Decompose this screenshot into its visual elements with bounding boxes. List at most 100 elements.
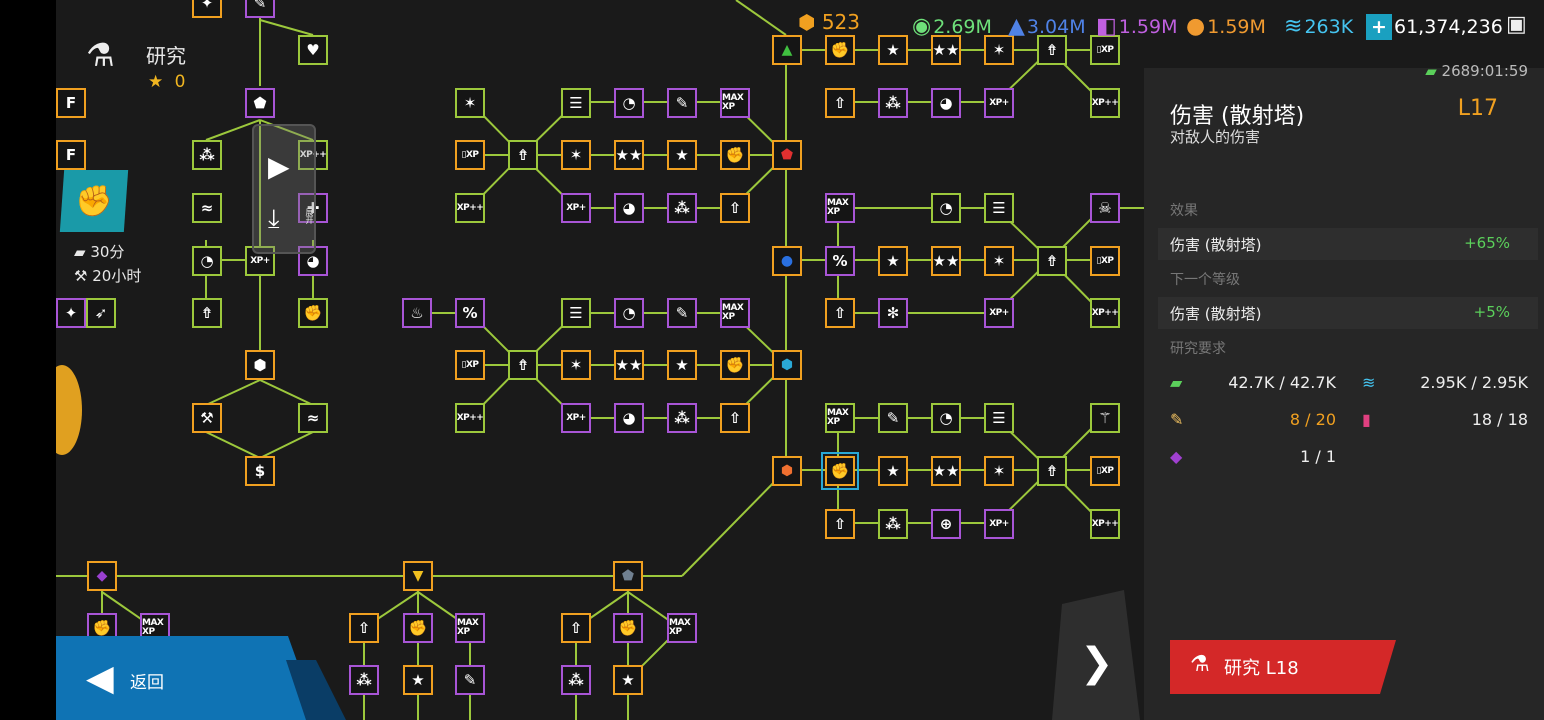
research-node[interactable]: F	[56, 88, 86, 118]
research-node[interactable]: ✶	[984, 246, 1014, 276]
back-button[interactable]	[56, 636, 318, 720]
research-node[interactable]: ✦	[56, 298, 86, 328]
research-node[interactable]: ⇧	[825, 88, 855, 118]
research-node[interactable]: ★	[878, 35, 908, 65]
research-node[interactable]: ⇮	[508, 140, 538, 170]
research-node[interactable]: ⁂	[349, 665, 379, 695]
chevron-right-icon[interactable]: ❯	[1080, 640, 1114, 686]
research-node[interactable]: ◕	[931, 88, 961, 118]
research-node[interactable]: ⁂	[667, 403, 697, 433]
research-node[interactable]: ⊕	[931, 509, 961, 539]
research-node[interactable]: ✶	[984, 35, 1014, 65]
research-node[interactable]: ✎	[667, 88, 697, 118]
research-node[interactable]: ★★	[931, 246, 961, 276]
research-node[interactable]: XP+	[984, 509, 1014, 539]
research-node[interactable]: ⇧	[825, 298, 855, 328]
research-node[interactable]: ☰	[984, 193, 1014, 223]
research-node[interactable]: ★★	[931, 456, 961, 486]
research-node[interactable]: ≈	[298, 403, 328, 433]
research-node[interactable]: MAX XP	[720, 298, 750, 328]
research-node[interactable]: ⇮	[192, 298, 222, 328]
research-node[interactable]: ◕	[614, 193, 644, 223]
research-node[interactable]: F	[56, 140, 86, 170]
research-node[interactable]: ⇧	[825, 509, 855, 539]
research-node[interactable]: ★	[613, 665, 643, 695]
research-node[interactable]: MAX XP	[667, 613, 697, 643]
research-node[interactable]: ♨	[402, 298, 432, 328]
research-node[interactable]: ⇮	[1037, 35, 1067, 65]
research-node[interactable]: ★	[878, 246, 908, 276]
back-label[interactable]: 返回	[130, 673, 164, 693]
research-gem-node[interactable]: ●	[772, 246, 802, 276]
research-node[interactable]: XP+	[984, 88, 1014, 118]
research-node[interactable]: MAX XP	[720, 88, 750, 118]
back-arrow-icon[interactable]: ◀	[86, 658, 114, 699]
research-node[interactable]: ◔	[614, 88, 644, 118]
research-node[interactable]: ⬟	[245, 88, 275, 118]
research-node[interactable]: ⇧	[720, 193, 750, 223]
research-node[interactable]: ≈	[192, 193, 222, 223]
research-node[interactable]: XP++	[298, 140, 328, 170]
research-gem-node[interactable]: ⬟	[613, 561, 643, 591]
research-node[interactable]: ▯XP	[1090, 456, 1120, 486]
research-gem-node[interactable]: ◆	[87, 561, 117, 591]
research-node[interactable]: ⁂	[561, 665, 591, 695]
research-node[interactable]: ▯XP	[455, 350, 485, 380]
research-node[interactable]: XP+	[245, 246, 275, 276]
research-node[interactable]: ☰	[561, 88, 591, 118]
research-node[interactable]: XP+	[984, 298, 1014, 328]
research-node[interactable]: ⁂	[878, 509, 908, 539]
research-gem-node[interactable]: ▲	[772, 35, 802, 65]
research-node[interactable]: XP++	[1090, 88, 1120, 118]
research-node[interactable]: MAX XP	[455, 613, 485, 643]
research-node[interactable]: XP++	[1090, 509, 1120, 539]
research-node[interactable]: ◔	[192, 246, 222, 276]
research-node[interactable]: ✎	[878, 403, 908, 433]
research-node[interactable]: %	[455, 298, 485, 328]
research-node-selected[interactable]: ✊	[821, 452, 859, 490]
research-node[interactable]: ✊	[720, 140, 750, 170]
research-node[interactable]: ▯XP	[1090, 246, 1120, 276]
research-node[interactable]: ★	[667, 140, 697, 170]
research-gem-node[interactable]: ▼	[403, 561, 433, 591]
research-node[interactable]: ⇮	[1037, 456, 1067, 486]
research-node[interactable]: ☠	[1090, 193, 1120, 223]
research-node[interactable]: ◔	[931, 193, 961, 223]
research-node[interactable]: ✶	[455, 88, 485, 118]
research-node[interactable]: XP++	[455, 193, 485, 223]
research-node[interactable]: ★★	[931, 35, 961, 65]
research-node[interactable]: ✻	[878, 298, 908, 328]
research-node[interactable]: ⬢	[245, 350, 275, 380]
research-node[interactable]: ✚	[298, 193, 328, 223]
research-node[interactable]: ✊	[720, 350, 750, 380]
research-gem-node[interactable]: ⬢	[772, 456, 802, 486]
research-node[interactable]: $	[245, 456, 275, 486]
research-node[interactable]: ✎	[245, 0, 275, 18]
add-coins-button[interactable]: +	[1366, 14, 1392, 40]
research-node[interactable]: ⚒	[192, 403, 222, 433]
research-node[interactable]: MAX XP	[825, 193, 855, 223]
research-gem-node[interactable]: ⬟	[772, 140, 802, 170]
research-node[interactable]: ◕	[614, 403, 644, 433]
research-node[interactable]: ★	[667, 350, 697, 380]
research-node[interactable]: ☰	[561, 298, 591, 328]
research-node[interactable]: ⇧	[720, 403, 750, 433]
research-node[interactable]: ⁂	[667, 193, 697, 223]
research-node[interactable]: ✊	[298, 298, 328, 328]
research-node[interactable]: XP++	[455, 403, 485, 433]
research-node[interactable]: ⁂	[192, 140, 222, 170]
research-node[interactable]: ✎	[667, 298, 697, 328]
research-node[interactable]: XP++	[1090, 298, 1120, 328]
research-node[interactable]: XP+	[561, 193, 591, 223]
research-node[interactable]: ⁂	[878, 88, 908, 118]
research-node[interactable]: ⇮	[1037, 246, 1067, 276]
research-node[interactable]: ◔	[931, 403, 961, 433]
research-gem-node[interactable]: ⬢	[772, 350, 802, 380]
research-node[interactable]: ✊	[613, 613, 643, 643]
research-node[interactable]: ✊	[403, 613, 433, 643]
research-node[interactable]: ✦	[192, 0, 222, 18]
research-node[interactable]: ▯XP	[1090, 35, 1120, 65]
research-upgrade-button[interactable]: ⚗ 研究 L18	[1170, 640, 1396, 694]
research-node[interactable]: ➶	[86, 298, 116, 328]
research-node[interactable]: ★	[878, 456, 908, 486]
